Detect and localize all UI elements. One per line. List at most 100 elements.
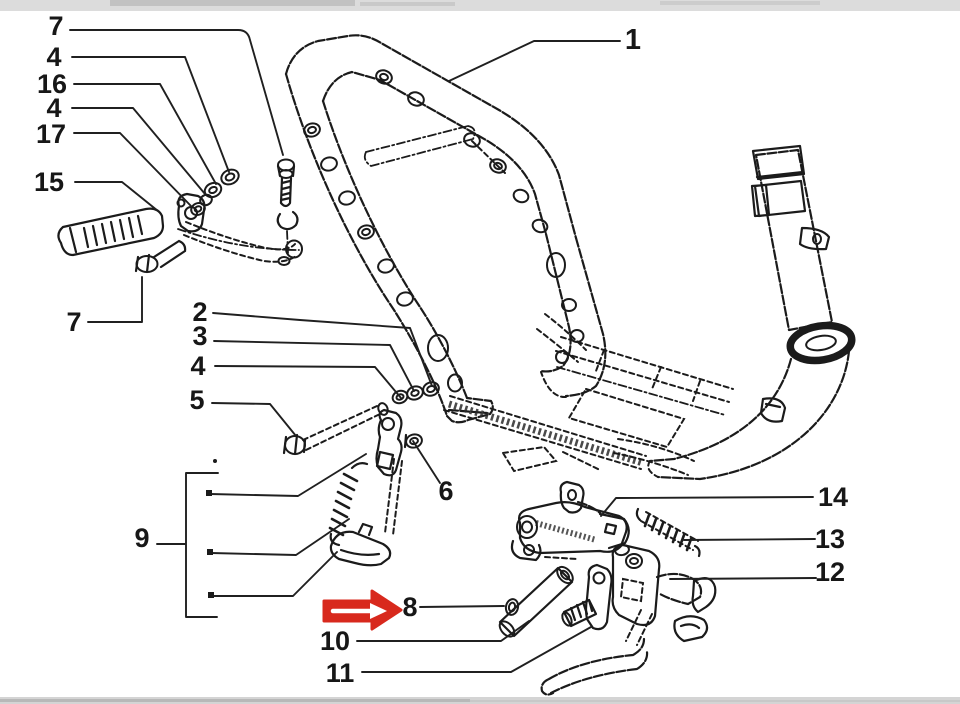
callout-5: 5 [189,385,297,437]
callouts: 1 7 4 16 4 17 15 7 [34,11,848,688]
bolt-part-7 [134,239,187,274]
stand-top-lug [614,543,630,557]
stand-right-foot [673,615,709,643]
stand-pivot-housing [177,192,206,233]
lever-knurling [82,214,144,249]
washer [406,385,424,401]
bushing-body [562,598,598,628]
retaining-clip [276,210,299,231]
leader-line [73,83,217,185]
callout-label-16: 16 [37,69,67,99]
lug-hole [567,489,577,501]
frame-hole [512,188,530,204]
stray-speck [213,459,217,463]
callout-8: 8 [402,592,505,622]
bracket-left-ear [516,515,538,539]
frame-hole [407,91,425,107]
bracket-top-lug [559,480,585,514]
leader-line [213,340,415,392]
callout-label-4: 4 [46,93,61,123]
frame-hole [561,298,577,312]
frame-left-rail-end-cap [445,396,494,424]
callout-label-12: 12 [815,557,845,587]
frame-hole-inner [493,161,503,171]
callout-label-8: 8 [402,592,417,622]
callout-label-10: 10 [320,626,350,656]
stand-leg-dashes [625,609,653,646]
frame-top-outer-edge [284,34,578,240]
red-arrow-marker [322,589,403,631]
washer-stack [190,168,240,217]
frame-right-rail-outer-edge [564,236,607,398]
callout-7-top: 7 [48,11,284,156]
callout-label-9: 9 [134,523,149,553]
nut [422,381,440,397]
floor-rear-right-piece [613,438,695,476]
frame-hole [303,122,321,138]
frame-top-inner-edge [321,70,548,236]
head-tube-cap [751,144,806,181]
stand-left-ear [584,563,613,631]
spring-part-13 [635,507,701,558]
frame-hole [555,350,569,364]
frame-slot [447,373,463,393]
pin-top-bore [559,569,571,581]
frame-slot [427,334,449,362]
bolt-shaft [134,239,187,274]
callout-label-2: 2 [192,297,207,327]
washer-nut-cluster [391,381,440,405]
down-tube-end [647,460,659,478]
stand-right-arm [655,572,703,606]
bracket-under-dashes [544,556,578,560]
callout-label-3: 3 [192,321,207,351]
floor-platform [443,313,734,476]
frame-hole-inner [361,227,371,237]
floor-plate-outline [567,387,686,449]
washer-17 [190,201,206,217]
washer-bore [410,389,420,397]
bracket-lines [156,472,219,618]
frame-slot [546,252,566,278]
bracket-body [517,501,628,555]
frame-hole [375,69,393,85]
pivot-hole-small [176,198,186,208]
washer-16 [203,181,223,199]
side-stand-group [57,158,303,274]
link-end-washer [277,256,291,266]
center-hardware-group [213,381,440,567]
callout-label-11: 11 [326,658,355,688]
leader-line [361,626,592,673]
bracket-right-wing [598,512,630,550]
head-tube-side-lug [798,226,831,251]
down-tube-inner-edge [656,349,851,481]
callout-1: 1 [448,24,641,82]
leader-line [211,402,297,437]
callout-9-bracket: 9 [134,453,367,618]
coil-spring [328,472,359,537]
leader-line [73,132,192,207]
head-tube-clamp [750,179,807,218]
main-frame-part [284,34,607,424]
bolt-head-facets [282,433,307,456]
callout-label-1: 1 [625,24,641,56]
washer-4a-bore [224,172,236,182]
leader-line [87,276,143,323]
leader-line-2 [210,518,350,556]
stand-foot [329,522,392,567]
frame-right-rail-bottom [540,371,567,399]
spring-stand-subassembly [328,408,403,567]
red-arrow-inner-head [370,603,387,619]
leader-line [74,181,159,212]
floor-rear-bracket-curves [536,313,587,363]
floor-toe-piece [501,445,601,473]
spring-coils [643,513,693,552]
oring [504,598,520,616]
scan-smudge [0,699,470,702]
pivot-bracket-plate [375,450,395,471]
callout-4-c: 4 [190,351,402,399]
callout-label-17: 17 [36,119,66,149]
stand-main-plate [611,543,661,627]
leader-line [600,496,814,517]
